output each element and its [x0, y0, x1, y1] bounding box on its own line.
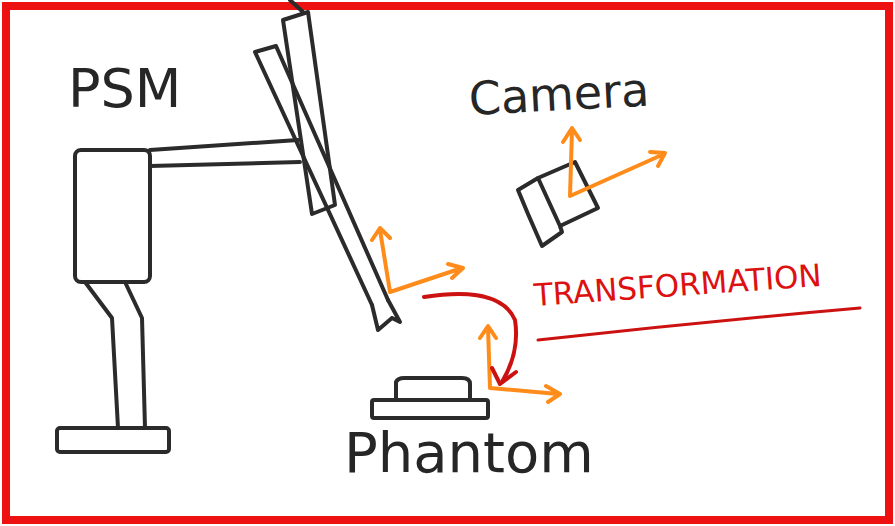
coordinate-frames	[372, 128, 665, 402]
camera-icon	[518, 162, 598, 246]
psm-robot	[57, 0, 400, 452]
phantom-object	[372, 378, 488, 418]
camera-label: Camera	[468, 67, 651, 122]
phantom-label: Phantom	[344, 425, 594, 481]
transformation-arrow	[424, 294, 860, 384]
frame-border	[6, 6, 889, 520]
transformation-label: TRANSFORMATION	[533, 260, 823, 311]
robot-label: PSM	[68, 62, 181, 116]
